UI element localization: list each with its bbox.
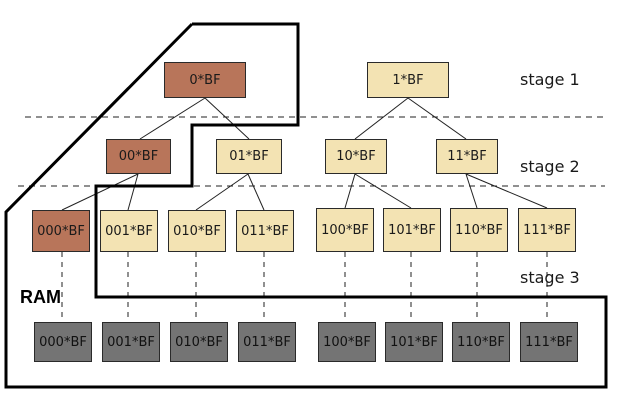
ram-block-011bf: 011*BF (238, 322, 296, 362)
edge-11-110 (465, 173, 478, 209)
node-010bf: 010*BF (168, 210, 226, 252)
edge-1-11 (407, 97, 467, 140)
node-1bf: 1*BF (367, 62, 449, 98)
node-101bf: 101*BF (383, 208, 441, 252)
node-01bf: 01*BF (216, 139, 282, 174)
node-000bf: 000*BF (32, 210, 90, 252)
node-111bf: 111*BF (518, 208, 576, 252)
node-110bf: 110*BF (450, 208, 508, 252)
node-011bf: 011*BF (236, 210, 294, 252)
edge-11-111 (465, 173, 548, 209)
ram-block-100bf: 100*BF (318, 322, 376, 362)
ram-block-110bf: 110*BF (452, 322, 510, 362)
region-outline (4, 22, 608, 389)
edge-10-100 (344, 173, 356, 209)
edge-00-000 (61, 173, 139, 211)
stage-label-1: stage 1 (520, 70, 580, 89)
edge-00-001 (127, 173, 139, 211)
ram-block-001bf: 001*BF (102, 322, 160, 362)
ram-block-111bf: 111*BF (520, 322, 578, 362)
ram-label: RAM (20, 287, 61, 307)
edge-1-10 (354, 97, 409, 140)
node-100bf: 100*BF (316, 208, 374, 252)
node-00bf: 00*BF (106, 139, 171, 174)
edge-0-01 (204, 97, 250, 140)
edge-0-00 (139, 97, 206, 140)
stage-label-2: stage 2 (520, 157, 580, 176)
node-0bf: 0*BF (164, 62, 246, 98)
edge-10-101 (354, 173, 412, 209)
ram-block-000bf: 000*BF (34, 322, 92, 362)
node-001bf: 001*BF (100, 210, 158, 252)
node-10bf: 10*BF (325, 139, 387, 174)
stage-label-3: stage 3 (520, 268, 580, 287)
node-11bf: 11*BF (436, 139, 498, 174)
ram-block-010bf: 010*BF (170, 322, 228, 362)
edge-01-011 (247, 173, 265, 211)
edge-01-010 (195, 173, 249, 211)
ram-block-101bf: 101*BF (385, 322, 443, 362)
